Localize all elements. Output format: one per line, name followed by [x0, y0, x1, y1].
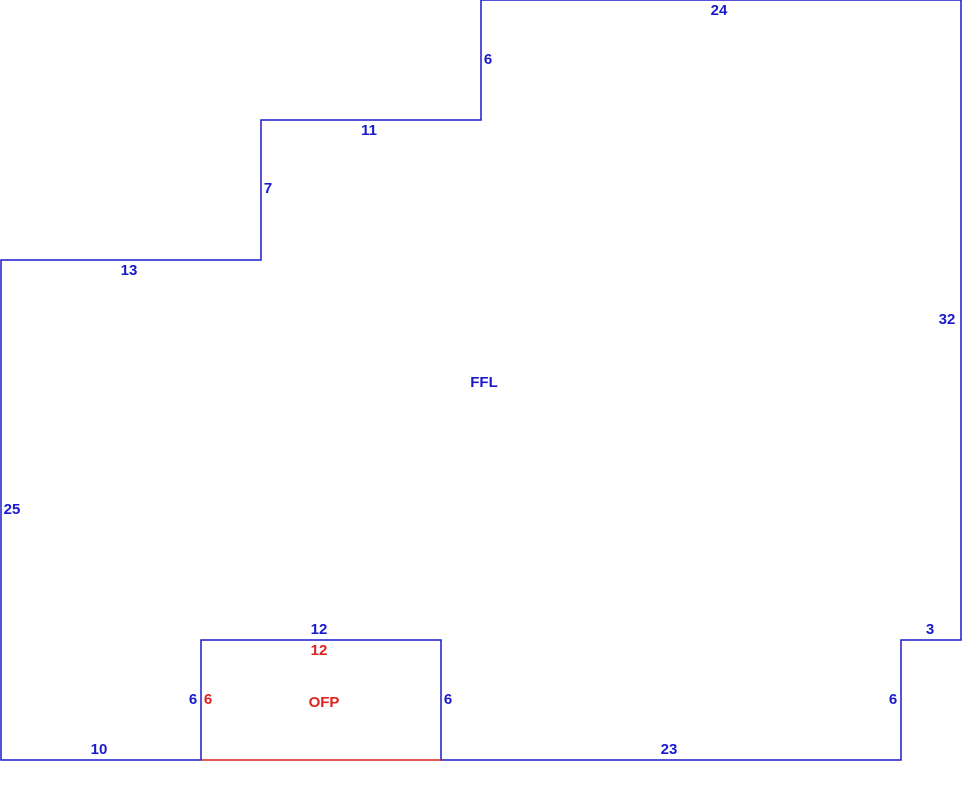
dim-left: 25	[4, 501, 21, 518]
dim-top: 24	[711, 2, 728, 19]
dim-middle-step-riser: 7	[264, 180, 272, 197]
area-label-porch: OFP	[309, 694, 340, 711]
dim-porch-top: 12	[311, 642, 328, 659]
dim-notch-height: 6	[889, 691, 897, 708]
dim-middle-step-tread: 13	[121, 262, 138, 279]
dim-porch-right-main: 6	[444, 691, 452, 708]
dim-bottom-right: 23	[661, 741, 678, 758]
dim-notch-width: 3	[926, 621, 934, 638]
dim-right: 32	[939, 311, 956, 328]
dim-porch-left: 6	[204, 691, 212, 708]
area-label-main: FFL	[470, 374, 498, 391]
dim-porch-left-main: 6	[189, 691, 197, 708]
dim-bottom-left: 10	[91, 741, 108, 758]
main-area-outline	[0, 0, 962, 761]
dim-upper-step-riser: 6	[484, 51, 492, 68]
dim-upper-step-tread: 11	[361, 122, 377, 139]
dim-porch-top-main: 12	[311, 621, 328, 638]
